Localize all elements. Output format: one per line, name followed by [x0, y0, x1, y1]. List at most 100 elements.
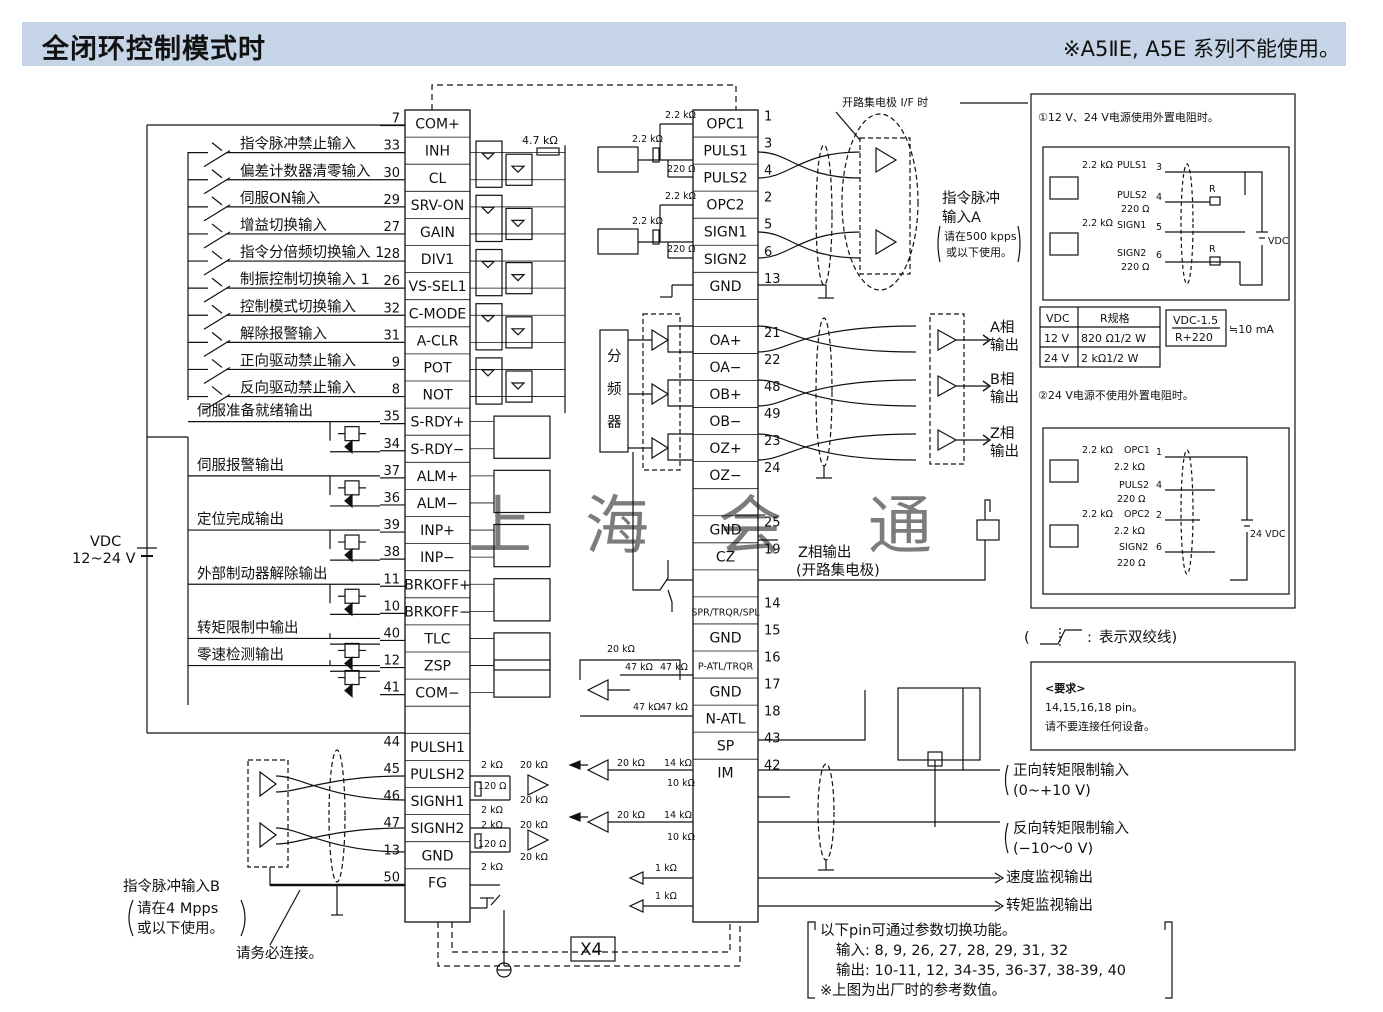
- pulse-b-receivers: 2 kΩ 120 Ω 2 kΩ 20 kΩ 20 kΩ 2 kΩ 120 Ω 2…: [470, 760, 550, 909]
- pulse-b-label-3: 或以下使用。: [137, 920, 224, 937]
- series-note: ※A5ⅡE, A5E 系列不能使用。: [1063, 37, 1340, 61]
- must-connect-label: 请务必连接。: [236, 945, 323, 962]
- vdc-battery: VDC 12~24 V: [72, 534, 157, 567]
- formula-denominator: R+220: [1175, 331, 1213, 344]
- left-pin-number: 30: [383, 166, 400, 181]
- relay-coil: [344, 588, 360, 604]
- left-pin-name: BRKOFF+: [404, 577, 471, 593]
- opto-wire: [470, 421, 494, 450]
- pulse-a-label-4: 或以下使用。: [946, 246, 1012, 259]
- right-pin-number: 19: [764, 542, 781, 557]
- divider-char-3: 器: [607, 415, 622, 431]
- optocoupler: [475, 194, 503, 243]
- right-pin-name: OB+: [709, 387, 741, 403]
- res-220: 220 Ω: [1121, 204, 1149, 215]
- right-pin-number: 13: [764, 272, 781, 287]
- led-icon: [480, 206, 496, 215]
- res-47k: 47 kΩ: [660, 702, 688, 713]
- z-oc-label-1: Z相输出: [798, 544, 851, 561]
- res-10k: 10 kΩ: [667, 832, 695, 843]
- res-2k2: 2.2 kΩ: [632, 134, 663, 145]
- opto-wire: [470, 665, 494, 694]
- pin-puls2: PULS2: [1119, 480, 1149, 491]
- switch-lever: [203, 258, 231, 276]
- left-pin-label: 指令分倍频切换输入 1: [240, 244, 384, 261]
- pin-sign2: SIGN2: [1117, 248, 1146, 259]
- right-pin-number: 4: [764, 164, 772, 179]
- pulse-a-label-1: 指令脉冲: [942, 190, 1000, 207]
- output-phototransistor: [493, 469, 551, 514]
- pin-puls2: PULS2: [1117, 190, 1147, 201]
- analog-inputs: 20 kΩ 47 kΩ 47 kΩ 47 kΩ 47 kΩ 20 kΩ 14 k…: [568, 644, 1129, 914]
- switch-contact: [188, 223, 380, 235]
- right-pin-number: 22: [764, 353, 781, 368]
- right-pin-name: GND: [709, 522, 741, 538]
- divider-char-2: 频: [607, 381, 622, 398]
- switch-lever: [203, 394, 231, 412]
- right-pin-number: 6: [764, 245, 772, 260]
- right-pin-number: 42: [764, 759, 781, 774]
- relay-coil: [344, 426, 360, 442]
- b-phase-label-2: 输出: [990, 389, 1019, 406]
- right-pin-name: CZ: [716, 549, 735, 565]
- left-pin-name: TLC: [423, 631, 450, 647]
- parameter-note: 以下pin可通过参数切换功能。 输入: 8, 9, 26, 27, 28, 29…: [807, 921, 1173, 999]
- pulse-a-label-3: 请在500 kpps: [944, 230, 1017, 243]
- vdc-range: 12~24 V: [72, 551, 136, 567]
- left-pin-label: 反向驱动禁止输入: [240, 380, 356, 397]
- requirements-box: <要求> 14,15,16,18 pin。 请不要连接任何设备。: [1030, 661, 1296, 751]
- right-pin-name: GND: [709, 630, 741, 646]
- res-2k2: 2.2 kΩ: [665, 110, 696, 121]
- left-pin-label: 零速检测输出: [197, 647, 284, 664]
- diode-icon: [344, 493, 353, 509]
- optocoupler: [505, 262, 533, 295]
- right-pin-name: SIGN2: [704, 252, 747, 268]
- watermark: 上 海 会 通: [468, 490, 932, 564]
- encoder-output-receivers: A相 输出 B相 输出 Z相 输出: [757, 313, 1019, 479]
- left-pin-label: 增益切换输入: [240, 217, 327, 234]
- left-pin-name: INP+: [420, 523, 455, 539]
- opto-wire: [470, 529, 494, 558]
- left-pin-number: 37: [383, 464, 400, 479]
- right-pin-name: GND: [709, 279, 741, 295]
- res-14k: 14 kΩ: [664, 810, 692, 821]
- res-20k: 20 kΩ: [520, 852, 548, 863]
- output-phototransistor: [493, 632, 551, 671]
- optocoupler: [475, 357, 503, 405]
- a-phase-label-1: A相: [990, 319, 1014, 336]
- right-pin-number: 18: [764, 705, 781, 720]
- right-pin-number: 5: [764, 218, 772, 233]
- left-pin-number: 13: [383, 843, 400, 858]
- right-pin-name: OA+: [709, 333, 741, 349]
- switch-contact: [188, 331, 380, 343]
- pin-num-1: 1: [1156, 447, 1162, 458]
- left-pin-number: 36: [383, 491, 400, 506]
- right-pin-name: SPR/TRQR/SPL: [691, 607, 760, 618]
- left-pin-number: 28: [383, 247, 400, 262]
- table-cell-820: 820 Ω1/2 W: [1081, 332, 1146, 345]
- z-open-collector: Z相输出 (开路集电极): [758, 499, 1000, 581]
- left-pin-name: A-CLR: [417, 333, 459, 349]
- pos-torque-label-2: (0~+10 V): [1013, 783, 1091, 799]
- open-collector-if-label: 开路集电极 I/F 时: [842, 95, 928, 109]
- b-phase-label-1: B相: [990, 371, 1014, 388]
- diode-icon: [344, 683, 353, 698]
- left-pin-label: 伺服准备就绪输出: [197, 403, 313, 420]
- left-pin-label: 伺服报警输出: [197, 457, 284, 474]
- left-pin-label: 外部制动器解除输出: [197, 565, 328, 582]
- right-pin-name: PULS2: [703, 171, 747, 187]
- left-pin-label: 定位完成输出: [197, 511, 284, 528]
- switch-contact: [188, 358, 380, 371]
- right-pin-name: OA−: [709, 360, 741, 376]
- page-title: 全闭环控制模式时: [42, 34, 266, 65]
- left-pin-name: SIGNH2: [411, 821, 465, 837]
- twisted-pair-legend: ( : 表示双绞线): [1024, 628, 1177, 646]
- pin-opc2: OPC2: [1124, 509, 1150, 520]
- res-2k: 2 kΩ: [481, 820, 503, 831]
- pin-sign2: SIGN2: [1119, 542, 1148, 553]
- res-10k: 10 kΩ: [667, 778, 695, 789]
- diode-icon: [344, 601, 353, 617]
- relay-coil: [344, 669, 360, 686]
- led-icon: [510, 328, 526, 336]
